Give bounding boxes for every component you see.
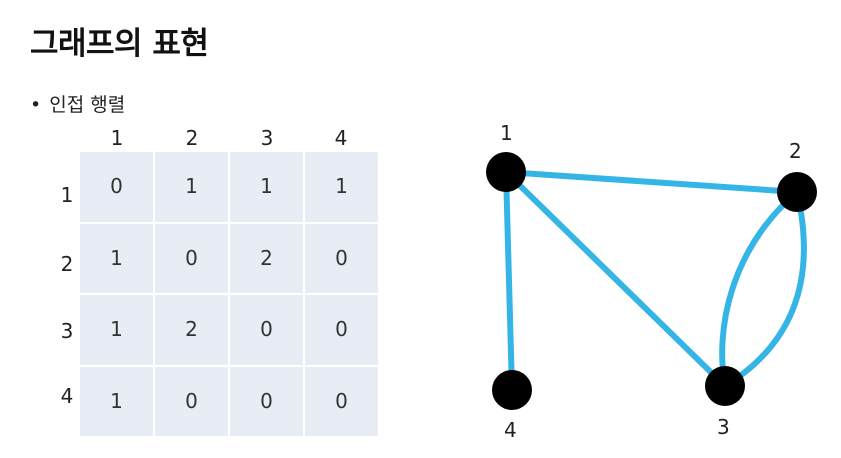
adjacency-matrix: 0 1 1 1 1 0 2 0 1 2 0 0 1 0 0 0 xyxy=(80,152,378,436)
matrix-cell: 1 xyxy=(305,152,378,222)
bullet-item: • 인접 행렬 xyxy=(30,90,125,117)
bullet-marker: • xyxy=(30,94,42,116)
graph-node-1 xyxy=(486,152,526,192)
matrix-cell: 0 xyxy=(155,223,228,293)
graph-edge-1-2 xyxy=(503,169,800,195)
matrix-cell: 0 xyxy=(155,366,228,436)
matrix-cell: 0 xyxy=(305,366,378,436)
matrix-row-label: 3 xyxy=(60,319,74,343)
matrix-cell: 2 xyxy=(230,223,303,293)
graph-node-label-4: 4 xyxy=(504,418,517,442)
graph-node-label-1: 1 xyxy=(500,121,513,145)
matrix-cell: 1 xyxy=(80,223,153,293)
matrix-col-label: 1 xyxy=(110,126,124,150)
matrix-cell: 0 xyxy=(230,366,303,436)
matrix-cell: 0 xyxy=(230,295,303,365)
graph-edge-2-3-b xyxy=(722,189,807,389)
graph-node-label-2: 2 xyxy=(789,139,802,163)
graph-edge-2-3-a xyxy=(719,189,800,389)
matrix-cell: 0 xyxy=(305,295,378,365)
matrix-cell: 1 xyxy=(155,152,228,222)
matrix-cell: 1 xyxy=(230,152,303,222)
matrix-cell: 2 xyxy=(155,295,228,365)
graph-node-2 xyxy=(777,172,817,212)
graph-node-label-3: 3 xyxy=(717,415,730,439)
graph-edge-1-3 xyxy=(503,169,728,389)
graph-node-4 xyxy=(492,370,532,410)
page-title: 그래프의 표현 xyxy=(30,26,209,62)
matrix-row-label: 1 xyxy=(60,183,74,207)
matrix-cell: 1 xyxy=(80,295,153,365)
graph-edge-1-4 xyxy=(503,169,515,393)
matrix-col-label: 2 xyxy=(185,126,199,150)
matrix-cell: 0 xyxy=(80,152,153,222)
matrix-col-label: 4 xyxy=(334,126,348,150)
matrix-row-label: 4 xyxy=(60,384,74,408)
graph-node-3 xyxy=(705,366,745,406)
matrix-row-label: 2 xyxy=(60,252,74,276)
matrix-col-label: 3 xyxy=(260,126,274,150)
matrix-cell: 1 xyxy=(80,366,153,436)
bullet-text: 인접 행렬 xyxy=(49,94,126,116)
matrix-cell: 0 xyxy=(305,223,378,293)
